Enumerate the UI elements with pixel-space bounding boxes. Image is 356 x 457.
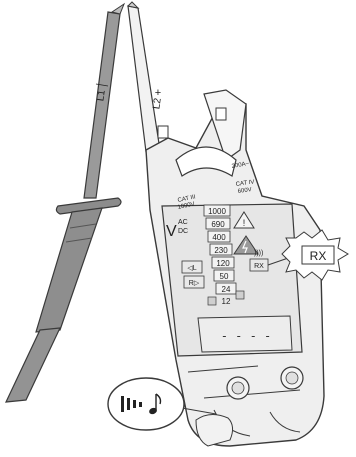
led-24-label: 24: [222, 285, 231, 294]
rotation-indicators: ◁L R▷: [181, 260, 205, 289]
led-400-label: 400: [212, 233, 226, 242]
v-symbol: V: [166, 223, 177, 240]
led-230-label: 230: [214, 246, 228, 255]
cat-left-line2: 1000V: [177, 201, 195, 210]
led-50-label: 50: [220, 272, 229, 281]
led-50: [213, 269, 235, 282]
led-120: [211, 256, 235, 269]
cat-left-line1: CAT III: [177, 194, 196, 204]
rx-callout-box: [301, 245, 335, 265]
led-plus-12: [207, 296, 217, 306]
thumb-outline: [195, 414, 234, 447]
dc-label: DC: [178, 228, 188, 235]
rotation-left-box: [181, 260, 203, 274]
rotation-right-label: R▷: [189, 280, 200, 287]
led-690: [205, 217, 231, 230]
led-12-label: 12: [222, 297, 231, 306]
clamp-rating: 200A~: [231, 161, 250, 170]
probe-left-mark: [95, 83, 109, 87]
probe-left-label: L1: [95, 89, 108, 102]
probe-right-sign: +: [155, 87, 161, 99]
led-24: [215, 282, 237, 295]
led-400: [207, 230, 231, 243]
rx-callout-label: RX: [310, 249, 327, 263]
sound-callout: [107, 377, 185, 431]
cat-right-line2: 600V: [237, 187, 252, 195]
led-1000-label: 1000: [208, 207, 226, 216]
ac-label: AC: [178, 219, 188, 226]
led-120-label: 120: [216, 259, 230, 268]
warning-icon: !: [233, 211, 255, 229]
continuity-sound-icon: )))): [254, 250, 263, 257]
rotation-left-label: ◁L: [187, 265, 196, 272]
led-1000: [203, 204, 231, 217]
vibration-icon: [121, 396, 142, 412]
sound-callout-line: [181, 407, 217, 415]
voltage-scale: 1000 690 400 230 120 50 24 12: [203, 204, 245, 306]
led-230: [209, 243, 233, 256]
led-minus-12: [235, 290, 245, 300]
probe-left: [5, 2, 126, 403]
rotation-right-box: [183, 275, 205, 289]
probe-right: [126, 1, 161, 153]
danger-voltage-icon: [233, 235, 259, 255]
music-note-icon: [149, 393, 162, 415]
rx-indicator-label: RX: [254, 263, 264, 270]
probe-right-label: L2: [151, 97, 164, 110]
cat-right-line1: CAT IV: [235, 179, 254, 188]
lcd-dashes: - - - -: [221, 329, 272, 343]
rx-callout: [281, 229, 349, 281]
led-690-label: 690: [211, 220, 225, 229]
svg-text:!: !: [243, 218, 246, 228]
